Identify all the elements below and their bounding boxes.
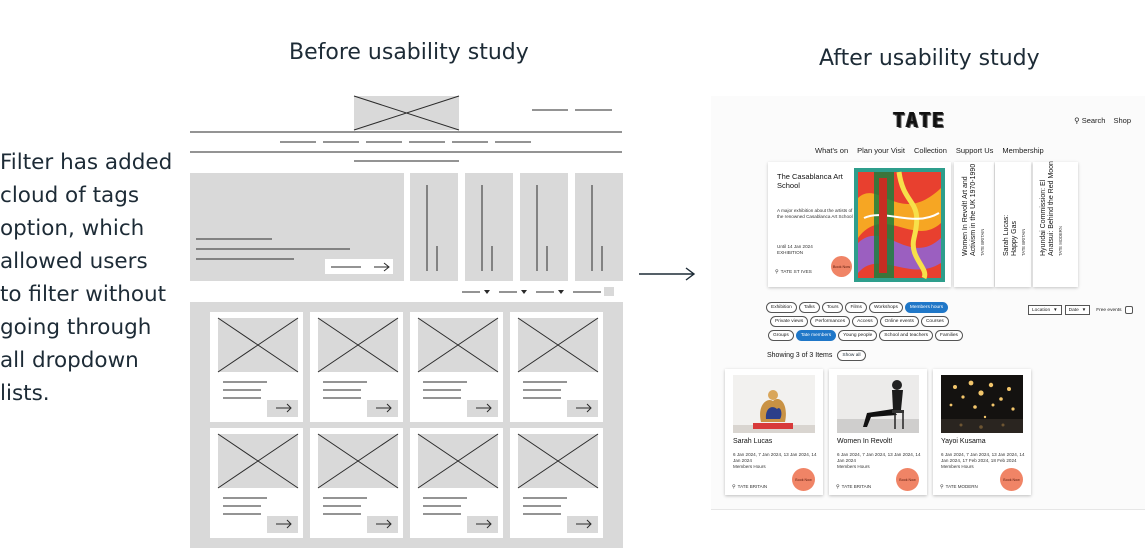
right-arrow-icon — [639, 267, 696, 281]
filter-note: Filter has added cloud of tags option, w… — [0, 150, 173, 406]
wireframe-side-tabs — [410, 173, 623, 281]
caret-down-icon: ▼ — [1053, 307, 1058, 312]
location-pin-icon: ⚲ — [775, 269, 779, 275]
results-count: Showing 3 of 3 Items — [767, 352, 833, 359]
free-events-label: Free events — [1096, 307, 1122, 313]
tate-logo[interactable]: TATE — [893, 108, 946, 132]
nav-item-collection[interactable]: Collection — [913, 146, 947, 155]
location-pin-icon: ⚲ — [940, 484, 944, 490]
tag-films[interactable]: Films — [845, 302, 867, 313]
nav-item-membership[interactable]: Membership — [1002, 146, 1044, 155]
book-now-button[interactable]: Book Now — [896, 468, 919, 491]
event-card[interactable]: Sarah Lucas 6 Jan 2024, 7 Jan 2024, 13 J… — [725, 369, 823, 495]
event-card[interactable]: Yayoi Kusama 6 Jan 2024, 7 Jan 2024, 13 … — [933, 369, 1031, 495]
tag-private-views[interactable]: Private views — [770, 316, 809, 327]
search-link[interactable]: ⚲ Search — [1074, 116, 1106, 125]
hero-book-button[interactable]: Book Now — [831, 256, 852, 277]
results-summary: Showing 3 of 3 Items Show all — [767, 350, 866, 361]
event-card-venue: ⚲TATE BRITAIN — [836, 484, 872, 490]
nav-item-whats-on[interactable]: What's on — [815, 146, 849, 155]
tag-workshops[interactable]: Workshops — [868, 302, 903, 313]
tag-tours[interactable]: Tours — [821, 302, 844, 313]
side-tab-women-in-revolt[interactable]: Women In Revolt! Art and Activism in the… — [954, 162, 994, 287]
tag-members-hours[interactable]: Members hours — [904, 302, 949, 313]
tag-cloud-filter: Exhibition Talks Tours Films Workshops M… — [766, 302, 966, 344]
search-icon: ⚲ — [1074, 116, 1080, 125]
shop-link[interactable]: Shop — [1113, 116, 1131, 125]
top-links: ⚲ Search Shop — [1074, 116, 1131, 125]
tag-exhibition[interactable]: Exhibition — [766, 302, 797, 313]
show-all-button[interactable]: Show all — [837, 350, 866, 361]
tag-talks[interactable]: Talks — [798, 302, 820, 313]
before-heading: Before usability study — [289, 40, 529, 65]
event-card-venue: ⚲TATE BRITAIN — [732, 484, 768, 490]
tag-access[interactable]: Access — [852, 316, 878, 327]
hero-artwork-image — [854, 168, 945, 282]
hero-date: Until 14 Jan 2024 EXHIBITION — [777, 244, 813, 255]
main-nav: What's on Plan your Visit Collection Sup… — [815, 146, 1044, 155]
hero-venue: ⚲TATE ST IVES — [775, 269, 812, 275]
tag-online-events[interactable]: Online events — [879, 316, 919, 327]
tag-tate-members[interactable]: Tate members — [795, 330, 837, 341]
nav-item-plan-your-visit[interactable]: Plan your Visit — [857, 146, 905, 155]
event-card-dates: 6 Jan 2024, 7 Jan 2024, 13 Jan 2024, 14 … — [941, 452, 1025, 469]
caret-down-icon: ▼ — [1081, 307, 1087, 312]
book-now-button[interactable]: Book Now — [792, 468, 815, 491]
location-pin-icon: ⚲ — [732, 484, 736, 490]
hero-card[interactable]: The Casablanca Art School A major exhibi… — [768, 162, 951, 287]
after-heading: After usability study — [819, 46, 1040, 71]
tag-courses[interactable]: Courses — [920, 316, 949, 327]
dropdown-filters: Location▼ Date▼ Free events — [1028, 305, 1133, 315]
hero-carousel: The Casablanca Art School A major exhibi… — [768, 161, 1083, 287]
side-tab-hyundai-commission[interactable]: Hyundai Commission: El Anatsui: Behind t… — [1033, 161, 1078, 287]
event-card-title: Women In Revolt! — [837, 438, 893, 445]
wireframe-hero — [190, 173, 404, 281]
date-dropdown[interactable]: Date▼ — [1064, 305, 1091, 315]
location-dropdown[interactable]: Location▼ — [1028, 305, 1062, 315]
event-card-image — [941, 375, 1023, 433]
tag-groups[interactable]: Groups — [768, 330, 794, 341]
wireframe-cards — [210, 312, 603, 538]
event-card-title: Sarah Lucas — [733, 438, 773, 445]
event-card-venue: ⚲TATE MODERN — [940, 484, 978, 490]
event-card-dates: 6 Jan 2024, 7 Jan 2024, 13 Jan 2024, 14 … — [733, 452, 817, 469]
tag-young-people[interactable]: Young people — [838, 330, 878, 341]
event-card-image — [837, 375, 919, 433]
after-mockup: TATE ⚲ Search Shop What's on Plan your V… — [711, 96, 1145, 510]
nav-item-support-us[interactable]: Support Us — [955, 146, 994, 155]
wireframe-dropdowns — [462, 287, 614, 296]
hero-description: A major exhibition about the artists of … — [777, 208, 853, 219]
event-card-image — [733, 375, 815, 433]
free-events-checkbox[interactable] — [1124, 306, 1133, 314]
book-now-button[interactable]: Book Now — [1000, 468, 1023, 491]
tag-performances[interactable]: Performances — [810, 316, 851, 327]
event-card-dates: 6 Jan 2024, 7 Jan 2024, 13 Jan 2024, 14 … — [837, 452, 921, 469]
wireframe-logo-placeholder — [353, 95, 460, 131]
event-card[interactable]: Women In Revolt! 6 Jan 2024, 7 Jan 2024,… — [829, 369, 927, 495]
tag-families[interactable]: Families — [935, 330, 963, 341]
event-card-title: Yayoi Kusama — [941, 438, 986, 445]
tag-school-and-teachers[interactable]: School and teachers — [879, 330, 934, 341]
hero-title: The Casablanca Art School — [777, 172, 843, 190]
location-pin-icon: ⚲ — [836, 484, 840, 490]
